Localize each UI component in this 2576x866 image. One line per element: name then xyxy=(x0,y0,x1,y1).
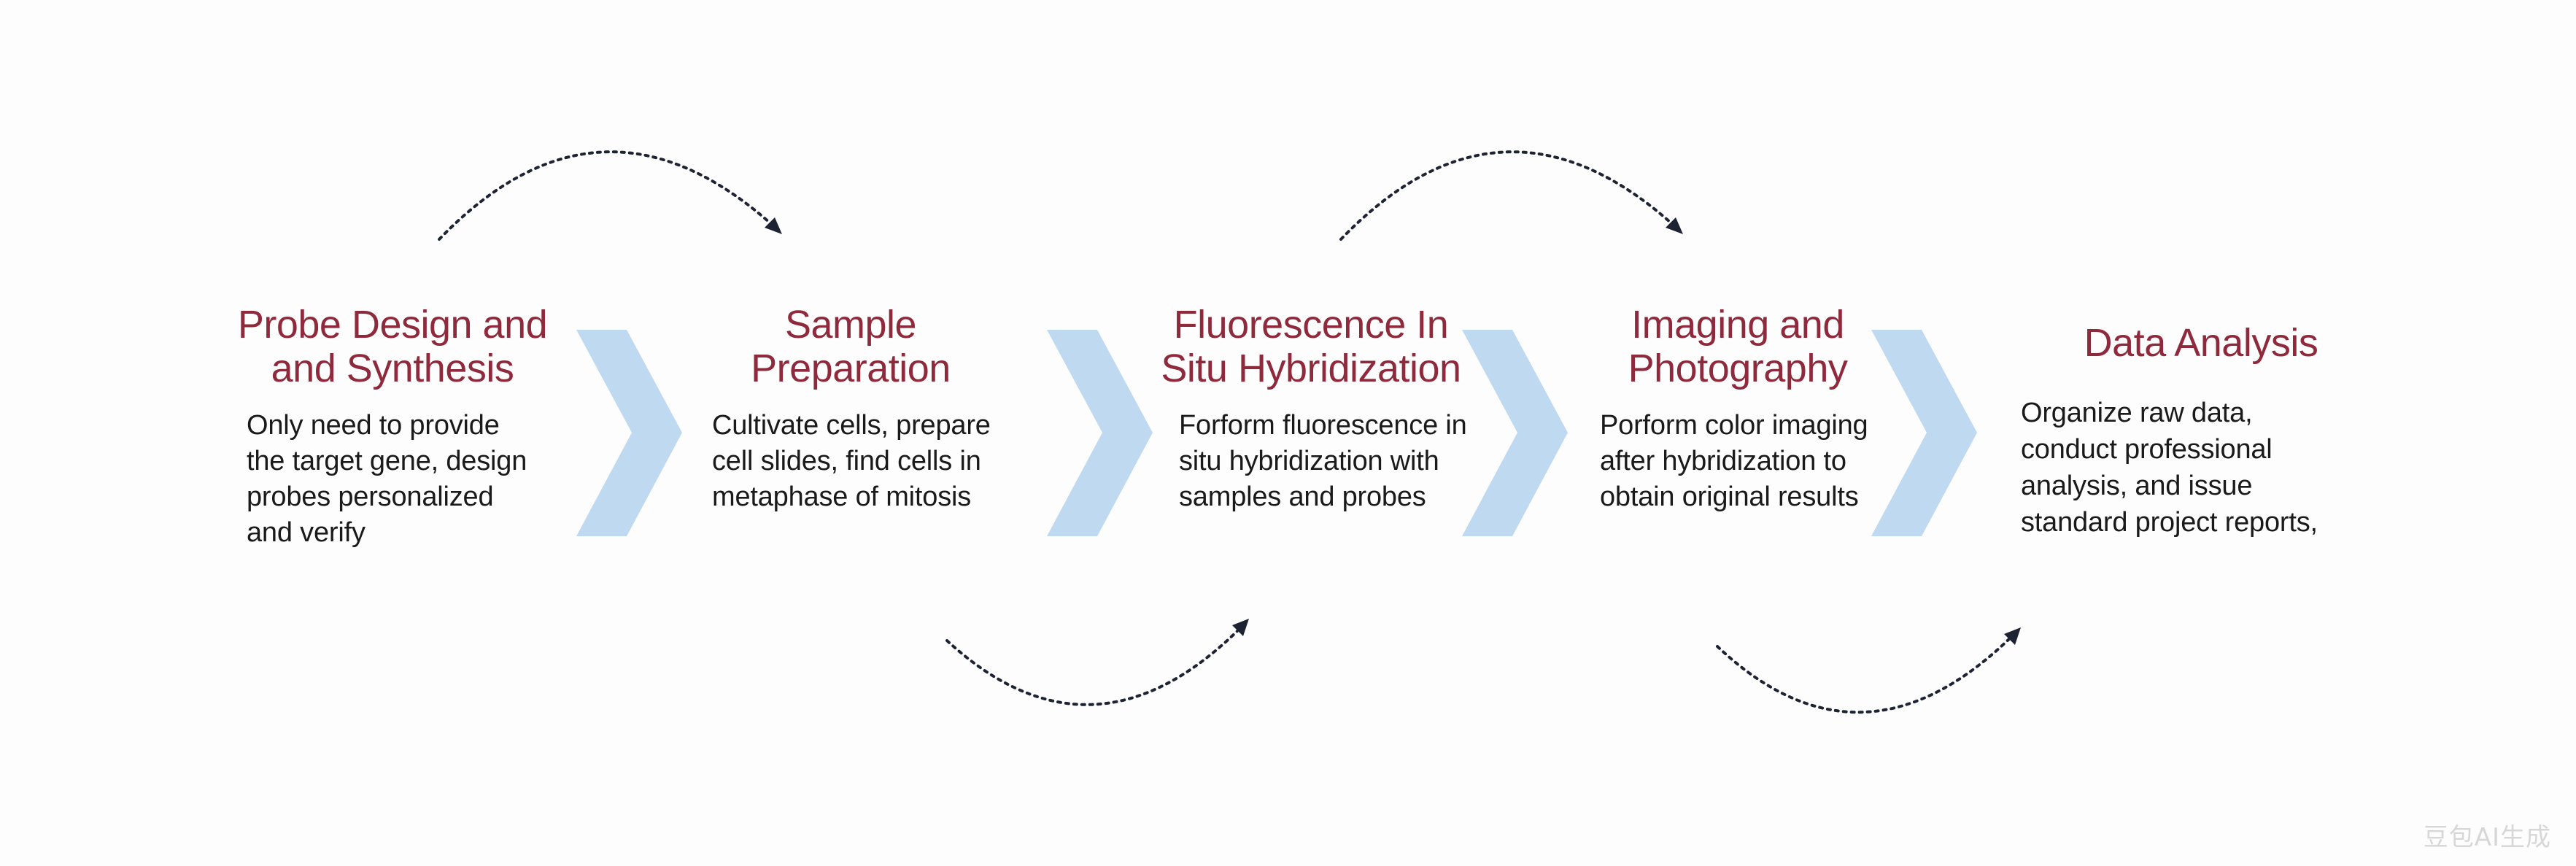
chevron-arrow-2 xyxy=(1047,330,1153,536)
step-data-analysis: Data Analysis Organize raw data, conduct… xyxy=(2021,321,2386,541)
step-description: Cultivate cells, prepare cell slides, fi… xyxy=(712,410,991,512)
step-title: Data Analysis xyxy=(2084,321,2318,365)
arc-bottom-2 xyxy=(1716,632,2016,714)
step-title: Imaging and Photography xyxy=(1628,303,1848,390)
step-title: Fluorescence In Situ Hybridization xyxy=(1161,303,1461,390)
chevron-arrow-1 xyxy=(576,330,682,536)
arc-bottom-1 xyxy=(945,623,1245,706)
arc-top-1-arrowhead-icon xyxy=(765,217,782,234)
step-title: Probe Design and and Synthesis xyxy=(237,303,548,390)
step-description: Porform color imaging after hybridizatio… xyxy=(1600,410,1868,512)
step-fluorescence-hybridization: Fluorescence In Situ Hybridization Forfo… xyxy=(1150,303,1471,515)
step-description: Organize raw data, conduct professional … xyxy=(2021,398,2318,538)
arc-top-2 xyxy=(1339,150,1680,241)
step-description: Forform fluorescence in situ hybridizati… xyxy=(1179,410,1467,512)
chevron-arrow-3 xyxy=(1462,330,1568,536)
watermark: 豆包AI生成 xyxy=(2423,823,2551,852)
step-probe-design: Probe Design and and Synthesis Only need… xyxy=(232,303,553,551)
arc-top-1 xyxy=(438,150,779,241)
arc-top-2-arrowhead-icon xyxy=(1666,217,1683,234)
step-imaging-photography: Imaging and Photography Porform color im… xyxy=(1598,303,1890,515)
step-sample-preparation: Sample Preparation Cultivate cells, prep… xyxy=(712,303,1004,515)
arc-bottom-1-arrowhead-icon xyxy=(1232,619,1249,636)
arc-bottom-2-arrowhead-icon xyxy=(2004,627,2021,645)
step-description: Only need to provide the target gene, de… xyxy=(247,410,527,548)
step-title: Sample Preparation xyxy=(751,303,951,390)
chevron-arrow-4 xyxy=(1871,330,1977,536)
